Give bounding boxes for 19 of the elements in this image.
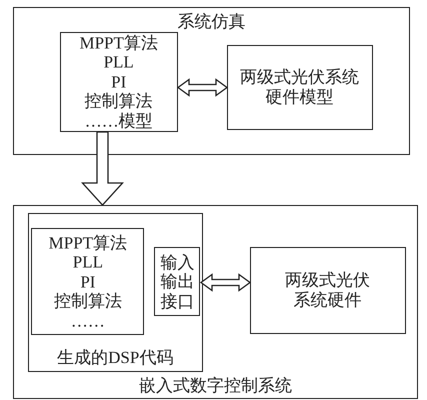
node-label: 两级式光伏系统硬件模型 bbox=[240, 68, 360, 107]
process-box bbox=[60, 32, 178, 132]
node-label: MPPT算法 PLL PI 控制算法 ……模型 bbox=[78, 32, 159, 130]
process-box bbox=[250, 246, 406, 334]
process-box bbox=[31, 228, 144, 336]
group-title: 系统仿真 bbox=[178, 12, 246, 32]
interface-box bbox=[154, 247, 200, 316]
group-box bbox=[28, 212, 203, 372]
group-box bbox=[13, 7, 410, 155]
node-label: 两级式光伏系统硬件 bbox=[285, 270, 370, 310]
group-box bbox=[13, 205, 418, 399]
group-title: 生成的DSP代码 bbox=[57, 348, 174, 368]
node-label: 输入输出接口 bbox=[160, 252, 194, 312]
double-arrow bbox=[176, 78, 228, 97]
process-box bbox=[226, 44, 373, 130]
double-arrow bbox=[200, 273, 252, 292]
arrow bbox=[81, 131, 124, 206]
node-label: MPPT算法 PLL PI 控制算法 …… bbox=[48, 233, 128, 331]
group-title: 嵌入式数字控制系统 bbox=[139, 376, 292, 395]
